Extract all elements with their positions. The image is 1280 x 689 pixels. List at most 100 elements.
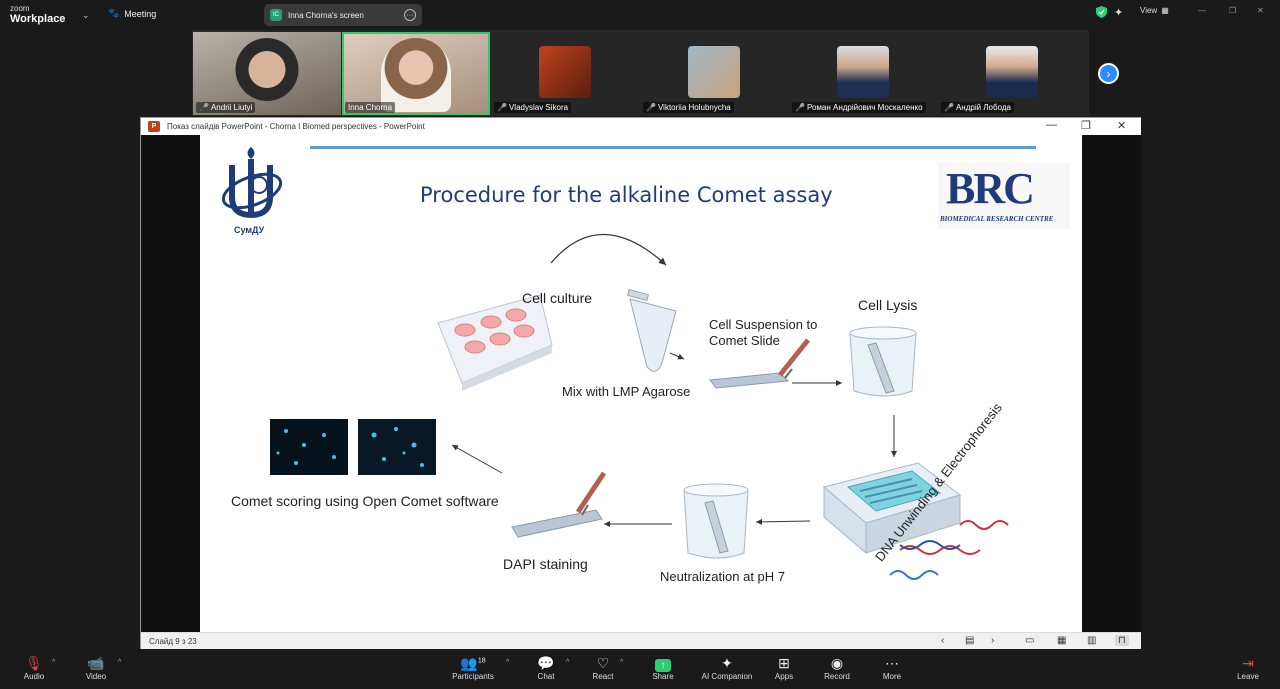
participant-name-tag: 🎤Андрій Лобода — [941, 102, 1014, 113]
ppt-title-bar: P Показ слайдів PowerPoint - Chorna I Bi… — [141, 118, 1141, 135]
mic-muted-icon: 🎤 — [646, 103, 656, 112]
grid-icon: ▦ — [1161, 6, 1169, 15]
brc-logo-main: BRC — [946, 164, 1035, 213]
label-suspension-2: Comet Slide — [709, 333, 780, 348]
participant-tile[interactable]: 🎤Андрій Лобода — [938, 32, 1086, 115]
shield-icon[interactable] — [1096, 6, 1107, 18]
restore-icon[interactable]: ❐ — [1229, 6, 1237, 15]
slide-list-icon[interactable]: ▤ — [965, 635, 975, 646]
screen-label: Inna Chorna's screen — [288, 10, 364, 20]
sumdu-logo: СумДУ — [214, 145, 288, 241]
participants-icon: 👥18 — [460, 655, 486, 671]
top-bar: zoom Workplace ⌄ 🐾 Meeting IC Inna Chorn… — [0, 0, 1280, 30]
participant-tile[interactable]: 🎤Роман Андрійович Москаленко — [789, 32, 937, 115]
leave-icon: ⇥ — [1242, 655, 1254, 671]
participant-avatar — [986, 46, 1038, 98]
camera-icon: 📹 — [87, 655, 105, 671]
participant-name-tag: 🎤Andrii Liutyi — [196, 102, 256, 113]
lysis-beaker-image — [849, 326, 917, 397]
participant-video — [381, 38, 451, 112]
ai-companion-button[interactable]: ✦ AI Companion — [696, 655, 758, 681]
participant-tile[interactable]: 🎤Vladyslav Sikora — [491, 32, 639, 115]
participants-button[interactable]: 👥18 Participants — [443, 655, 503, 681]
mic-muted-icon: 🎤 — [795, 103, 805, 112]
dna-strands-image — [889, 520, 1009, 580]
participant-tile-active[interactable]: Inna Chorna — [342, 32, 490, 115]
apps-icon: ⊞ — [778, 655, 790, 671]
record-button[interactable]: ◉ Record — [807, 655, 867, 681]
more-options-icon[interactable]: ··· — [404, 9, 416, 21]
dapi-slide-image — [511, 471, 607, 538]
ai-sparkle-icon[interactable]: ✦ — [1114, 7, 1124, 19]
slide-counter: Слайд 9 з 23 — [149, 636, 197, 646]
close-icon[interactable]: ✕ — [1117, 120, 1127, 132]
participant-tile[interactable]: 🎤Andrii Liutyi — [193, 32, 341, 115]
leave-button[interactable]: ⇥ Leave — [1218, 655, 1278, 681]
brc-logo: BRC BIOMEDICAL RESEARCH CENTRE — [938, 163, 1070, 229]
well-plate-image — [437, 294, 553, 391]
brc-logo-sub: BIOMEDICAL RESEARCH CENTRE — [940, 215, 1054, 223]
apps-button[interactable]: ⊞ Apps — [754, 655, 814, 681]
reading-view-icon[interactable]: ▥ — [1087, 635, 1097, 646]
label-dapi: DAPI staining — [503, 556, 588, 572]
minimize-icon[interactable]: — — [1198, 6, 1206, 15]
tube-image — [626, 288, 677, 372]
mic-muted-icon: 🎙 — [25, 655, 43, 671]
slide-area: СумДУ Procedure for the alkaline Comet a… — [141, 135, 1141, 632]
brand-top: zoom — [10, 4, 30, 13]
participant-strip: 🎤Andrii Liutyi Inna Chorna 🎤Vladyslav Si… — [192, 30, 1089, 116]
participant-name-tag: Inna Chorna — [345, 102, 396, 113]
slide-image — [709, 338, 810, 389]
zoom-logo: zoom Workplace — [10, 4, 66, 25]
chevron-right-icon: › — [1106, 66, 1111, 81]
audio-options-caret[interactable]: ^ — [52, 659, 56, 666]
meeting-toolbar: 🎙 Audio ^ 📹 Video ^ 👥18 Participants ^ 💬… — [0, 649, 1280, 689]
react-button[interactable]: ♡ React — [573, 655, 633, 681]
chat-button[interactable]: 💬 Chat — [516, 655, 576, 681]
chevron-left-icon[interactable]: ‹ — [941, 635, 945, 646]
participant-avatar — [539, 46, 591, 98]
chevron-right-icon[interactable]: › — [991, 635, 995, 646]
view-label: View — [1140, 6, 1158, 15]
participants-count: 18 — [477, 657, 486, 665]
ai-sparkle-icon: ✦ — [721, 655, 733, 671]
participant-tile[interactable]: 🎤Viktoriia Holubnycha — [640, 32, 788, 115]
meeting-info-button[interactable]: 🐾 Meeting — [108, 8, 156, 19]
label-mix-agarose: Mix with LMP Agarose — [562, 384, 691, 399]
minimize-icon[interactable]: — — [1046, 119, 1057, 131]
audio-button[interactable]: 🎙 Audio — [4, 655, 64, 681]
mic-muted-icon: 🎤 — [497, 103, 507, 112]
electrophoresis-tank-image — [822, 462, 962, 555]
slide-sorter-icon[interactable]: ▦ — [1057, 635, 1067, 646]
label-suspension-1: Cell Suspension to — [709, 317, 818, 332]
participants-options-caret[interactable]: ^ — [506, 659, 510, 666]
sharer-avatar-icon: IC — [270, 9, 282, 21]
share-button[interactable]: ↑ Share — [633, 655, 693, 681]
slideshow-icon[interactable]: ⊓ — [1115, 635, 1129, 646]
next-participants-button[interactable]: › — [1098, 63, 1119, 84]
video-button[interactable]: 📹 Video — [66, 655, 126, 681]
slide: СумДУ Procedure for the alkaline Comet a… — [200, 135, 1082, 632]
label-cell-culture: Cell culture — [522, 290, 593, 306]
react-icon: ♡ — [596, 655, 610, 671]
screen-share-pill[interactable]: IC Inna Chorna's screen ··· — [264, 4, 422, 26]
share-icon: ↑ — [633, 655, 693, 672]
view-button[interactable]: View ▦ — [1140, 6, 1169, 15]
restore-icon[interactable]: ❐ — [1081, 120, 1091, 132]
more-button[interactable]: ⋯ More — [862, 655, 922, 681]
participant-video — [232, 38, 302, 108]
video-options-caret[interactable]: ^ — [118, 659, 122, 666]
more-icon: ⋯ — [885, 655, 899, 671]
label-cell-lysis: Cell Lysis — [858, 297, 918, 313]
chat-icon: 💬 — [537, 655, 555, 671]
paw-icon: 🐾 — [108, 8, 120, 18]
close-icon[interactable]: ✕ — [1257, 6, 1264, 15]
react-options-caret[interactable]: ^ — [620, 659, 624, 666]
brand-name: Workplace — [10, 13, 66, 25]
normal-view-icon[interactable]: ▭ — [1025, 635, 1035, 646]
label-comet-scoring: Comet scoring using Open Comet software — [231, 493, 499, 509]
chevron-down-icon[interactable]: ⌄ — [82, 10, 90, 20]
mic-muted-icon: 🎤 — [199, 103, 209, 112]
record-icon: ◉ — [830, 655, 844, 671]
chat-options-caret[interactable]: ^ — [566, 659, 570, 666]
